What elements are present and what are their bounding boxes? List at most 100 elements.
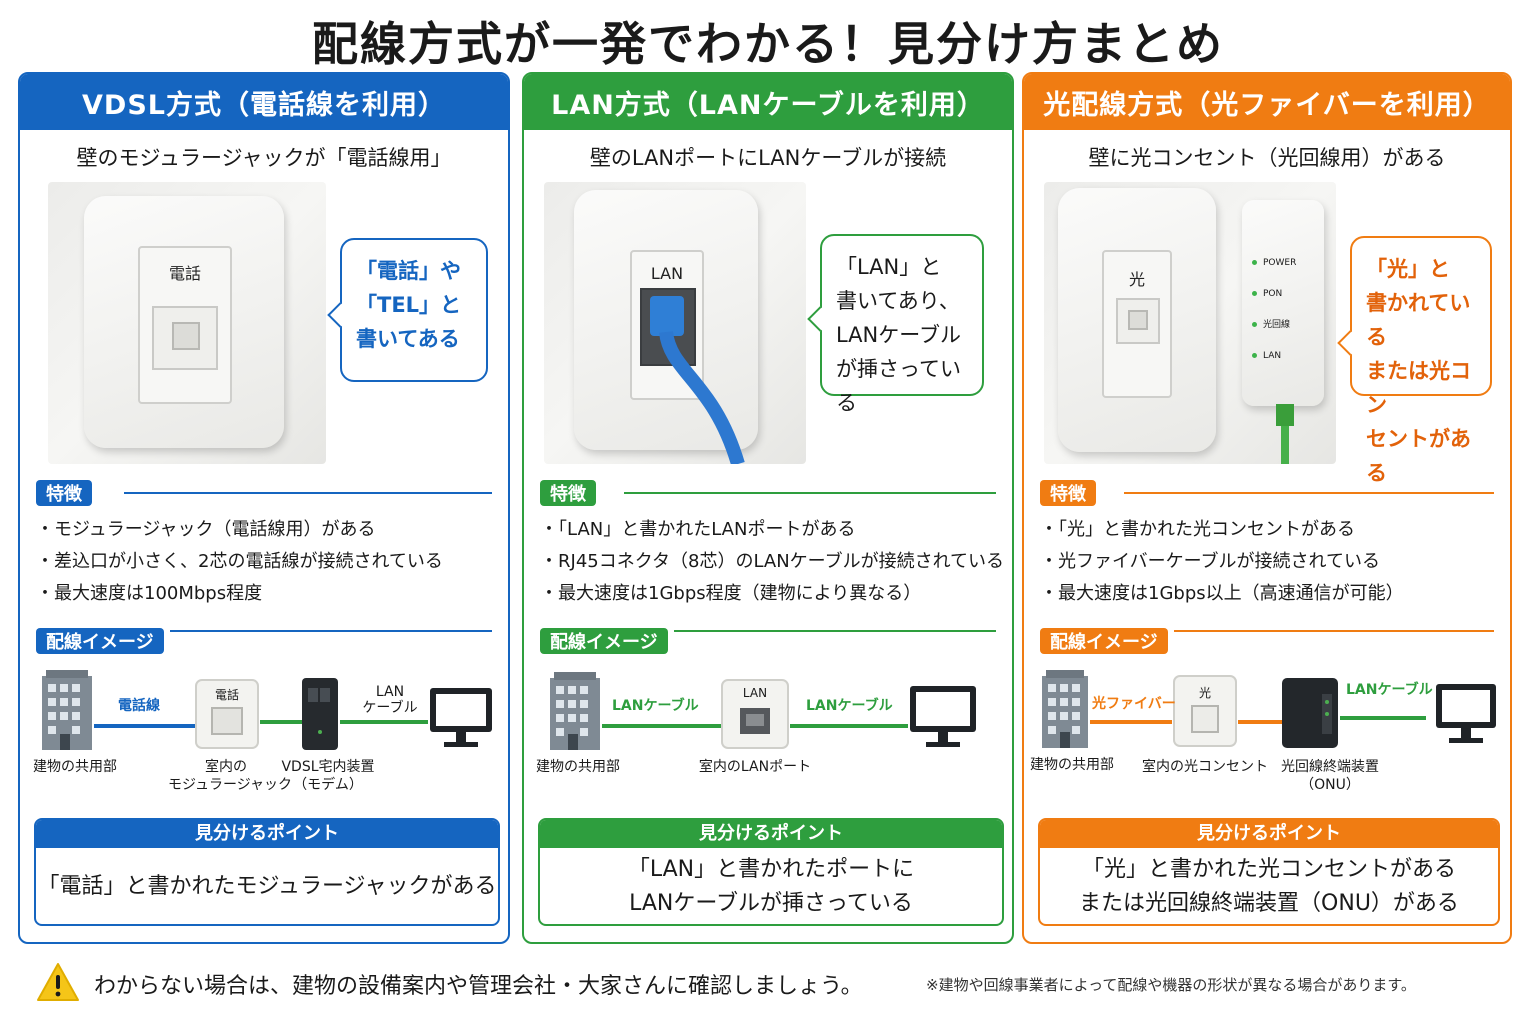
panel-subtitle-vdsl: 壁のモジュラージャックが「電話線用」 <box>76 146 452 170</box>
panel-header-vdsl: VDSL方式（電話線を利用） <box>20 74 508 130</box>
callout-line: 「光」と <box>1366 257 1450 281</box>
callout-line: または光コン <box>1366 359 1471 417</box>
list-item: ・差込口が小さく、2芯の電話線が接続されている <box>36 551 443 572</box>
plate-label-vdsl: 電話 <box>168 264 201 283</box>
point-text: または光回線終端装置（ONU）がある <box>1079 891 1459 916</box>
onu-led-label: LAN <box>1263 351 1282 361</box>
list-item: ・最大速度は1Gbps以上（高速通信が可能） <box>1040 583 1404 604</box>
features-list-hikari: ・「光」と書かれた光コンセントがある ・光ファイバーケーブルが接続されている ・… <box>1040 514 1500 610</box>
onu-icon: POWER PON 光回線 LAN <box>1242 200 1324 406</box>
panel-header-lan: LAN方式（LANケーブルを利用） <box>524 74 1012 130</box>
wiring-diagram-lan: LANケーブル LAN LANケーブル 建物の共用部 室内のLANポート <box>524 670 1012 800</box>
features-list-lan: ・「LAN」と書かれたLANポートがある ・RJ45コネクタ（8芯）のLANケー… <box>540 514 1005 610</box>
modular-jack <box>152 306 218 370</box>
point-tag: 見分けるポイント <box>1040 820 1498 848</box>
point-box-vdsl: 見分けるポイント 「電話」と書かれたモジュラージャックがある <box>34 818 500 926</box>
list-item: ・最大速度は100Mbps程度 <box>36 583 263 604</box>
outlet-box-text: 光 <box>1198 686 1211 700</box>
wiring-diagram-vdsl: 電話線 電話 LAN ケーブル 建物の共用部 室内の モジュラージャック VDS… <box>20 670 508 800</box>
panel-header-hikari: 光配線方式（光ファイバーを利用） <box>1024 74 1510 130</box>
fiber-cable-icon <box>1276 404 1294 464</box>
list-item: ・RJ45コネクタ（8芯）のLANケーブルが接続されている <box>540 551 1005 572</box>
wall-outlet-photo-hikari: 光 POWER PON 光回線 LAN <box>1044 182 1336 464</box>
onu-icon <box>1282 678 1338 748</box>
plate-label-hikari: 光 <box>1128 270 1145 289</box>
onu-led-label: 光回線 <box>1263 320 1291 330</box>
wall-port-photo-lan: LAN <box>544 182 806 464</box>
wire-label-lan-2: LANケーブル <box>806 698 893 714</box>
port-box-text: LAN <box>742 686 768 700</box>
callout-line: 「LAN」と <box>836 255 942 279</box>
onu-label: 光回線終端装置 （ONU） <box>1281 759 1379 793</box>
jack-box-text: 電話 <box>214 688 239 702</box>
plate-label-lan: LAN <box>650 264 684 283</box>
panel-subtitle-lan: 壁のLANポートにLANケーブルが接続 <box>589 146 947 170</box>
list-item: ・モジュラージャック（電話線用）がある <box>36 519 376 540</box>
wire-label-lan-1: LANケーブル <box>612 698 699 714</box>
wire-label-lan: LAN ケーブル <box>362 684 418 716</box>
callout-line: 書かれている <box>1366 291 1471 349</box>
wire-label-fiber: 光ファイバー <box>1092 696 1176 712</box>
callout-line: が挿さっている <box>836 357 961 415</box>
modular-jack-icon <box>195 679 259 749</box>
callout-line: 書いてあり、 <box>836 289 960 313</box>
building-label: 建物の共用部 <box>33 759 117 775</box>
callout-hikari: 「光」と 書かれている または光コン セントがある <box>1337 236 1492 485</box>
panel-subtitle-hikari: 壁に光コンセント（光回線用）がある <box>1088 146 1446 170</box>
monitor-icon <box>430 688 492 747</box>
features-tag: 特徴 <box>36 480 92 506</box>
point-tag: 見分けるポイント <box>540 820 1002 848</box>
modem-icon <box>302 678 338 750</box>
features-tag: 特徴 <box>540 480 596 506</box>
list-item: ・最大速度は1Gbps程度（建物により異なる） <box>540 583 922 604</box>
diagram-tag: 配線イメージ <box>1040 628 1168 654</box>
callout-line: 書いてある <box>356 327 460 351</box>
diagram-tag: 配線イメージ <box>36 628 164 654</box>
building-icon <box>42 670 92 750</box>
lan-cable-icon <box>650 296 745 464</box>
wiring-diagram-hikari: 光ファイバー 光 LANケーブル 建物の共用部 室内の光コンセント 光回線終端装… <box>1024 670 1510 800</box>
point-box-hikari: 見分けるポイント 「光」と書かれた光コンセントがある または光回線終端装置（ON… <box>1038 818 1500 926</box>
building-label: 建物の共用部 <box>1030 757 1114 773</box>
panel-hikari: 光配線方式（光ファイバーを利用） 壁に光コンセント（光回線用）がある 光 POW… <box>1022 72 1512 944</box>
modem-label: VDSL宅内装置 （モデム） <box>281 759 375 793</box>
point-tag: 見分けるポイント <box>36 820 498 848</box>
footer-note: ※建物や回線事業者によって配線や機器の形状が異なる場合があります。 <box>926 976 1416 994</box>
building-icon <box>550 672 600 750</box>
wire-label-lan: LANケーブル <box>1346 682 1433 698</box>
onu-led-label: POWER <box>1263 258 1297 268</box>
diagram-tag: 配線イメージ <box>540 628 668 654</box>
point-text: LANケーブルが挿さっている <box>629 891 913 916</box>
optical-outlet-icon <box>1173 675 1237 747</box>
callout-vdsl: 「電話」や 「TEL」と 書いてある <box>327 238 488 382</box>
list-item: ・光ファイバーケーブルが接続されている <box>1040 551 1381 572</box>
callout-line: 「TEL」と <box>356 293 462 317</box>
point-box-lan: 見分けるポイント 「LAN」と書かれたポートに LANケーブルが挿さっている <box>538 818 1004 926</box>
wall-jack-photo-vdsl: 電話 <box>48 182 326 464</box>
callout-lan: 「LAN」と 書いてあり、 LANケーブル が挿さっている <box>807 234 984 415</box>
list-item: ・「光」と書かれた光コンセントがある <box>1040 519 1355 540</box>
port-label: 室内のLANポート <box>698 759 812 775</box>
footer: わからない場合は、建物の設備案内や管理会社・大家さんに確認しましょう。 ※建物や… <box>36 960 1506 1010</box>
outlet-label: 室内の光コンセント <box>1142 759 1268 775</box>
page-title: 配線方式が一発でわかる！見分け方まとめ <box>312 17 1224 71</box>
jack-label: 室内の モジュラージャック <box>168 759 293 793</box>
optical-outlet <box>1116 298 1160 344</box>
features-tag: 特徴 <box>1040 480 1096 506</box>
callout-line: セントがある <box>1366 427 1471 485</box>
callout-line: 「電話」や <box>356 259 461 283</box>
lan-port-icon <box>721 679 789 749</box>
panel-lan: LAN方式（LANケーブルを利用） 壁のLANポートにLANケーブルが接続 LA… <box>522 72 1014 944</box>
footer-message: わからない場合は、建物の設備案内や管理会社・大家さんに確認しましょう。 <box>94 974 863 999</box>
onu-led-label: PON <box>1263 289 1283 299</box>
building-label: 建物の共用部 <box>536 759 620 775</box>
wire-label-telephone: 電話線 <box>118 698 160 714</box>
point-text: 「光」と書かれた光コンセントがある <box>1081 857 1456 882</box>
callout-line: LANケーブル <box>836 323 961 347</box>
list-item: ・「LAN」と書かれたLANポートがある <box>540 519 856 540</box>
monitor-icon <box>910 686 976 747</box>
monitor-icon <box>1436 684 1496 743</box>
features-list-vdsl: ・モジュラージャック（電話線用）がある ・差込口が小さく、2芯の電話線が接続され… <box>36 514 496 610</box>
building-icon <box>1042 670 1088 748</box>
point-text: 「電話」と書かれたモジュラージャックがある <box>37 874 497 899</box>
